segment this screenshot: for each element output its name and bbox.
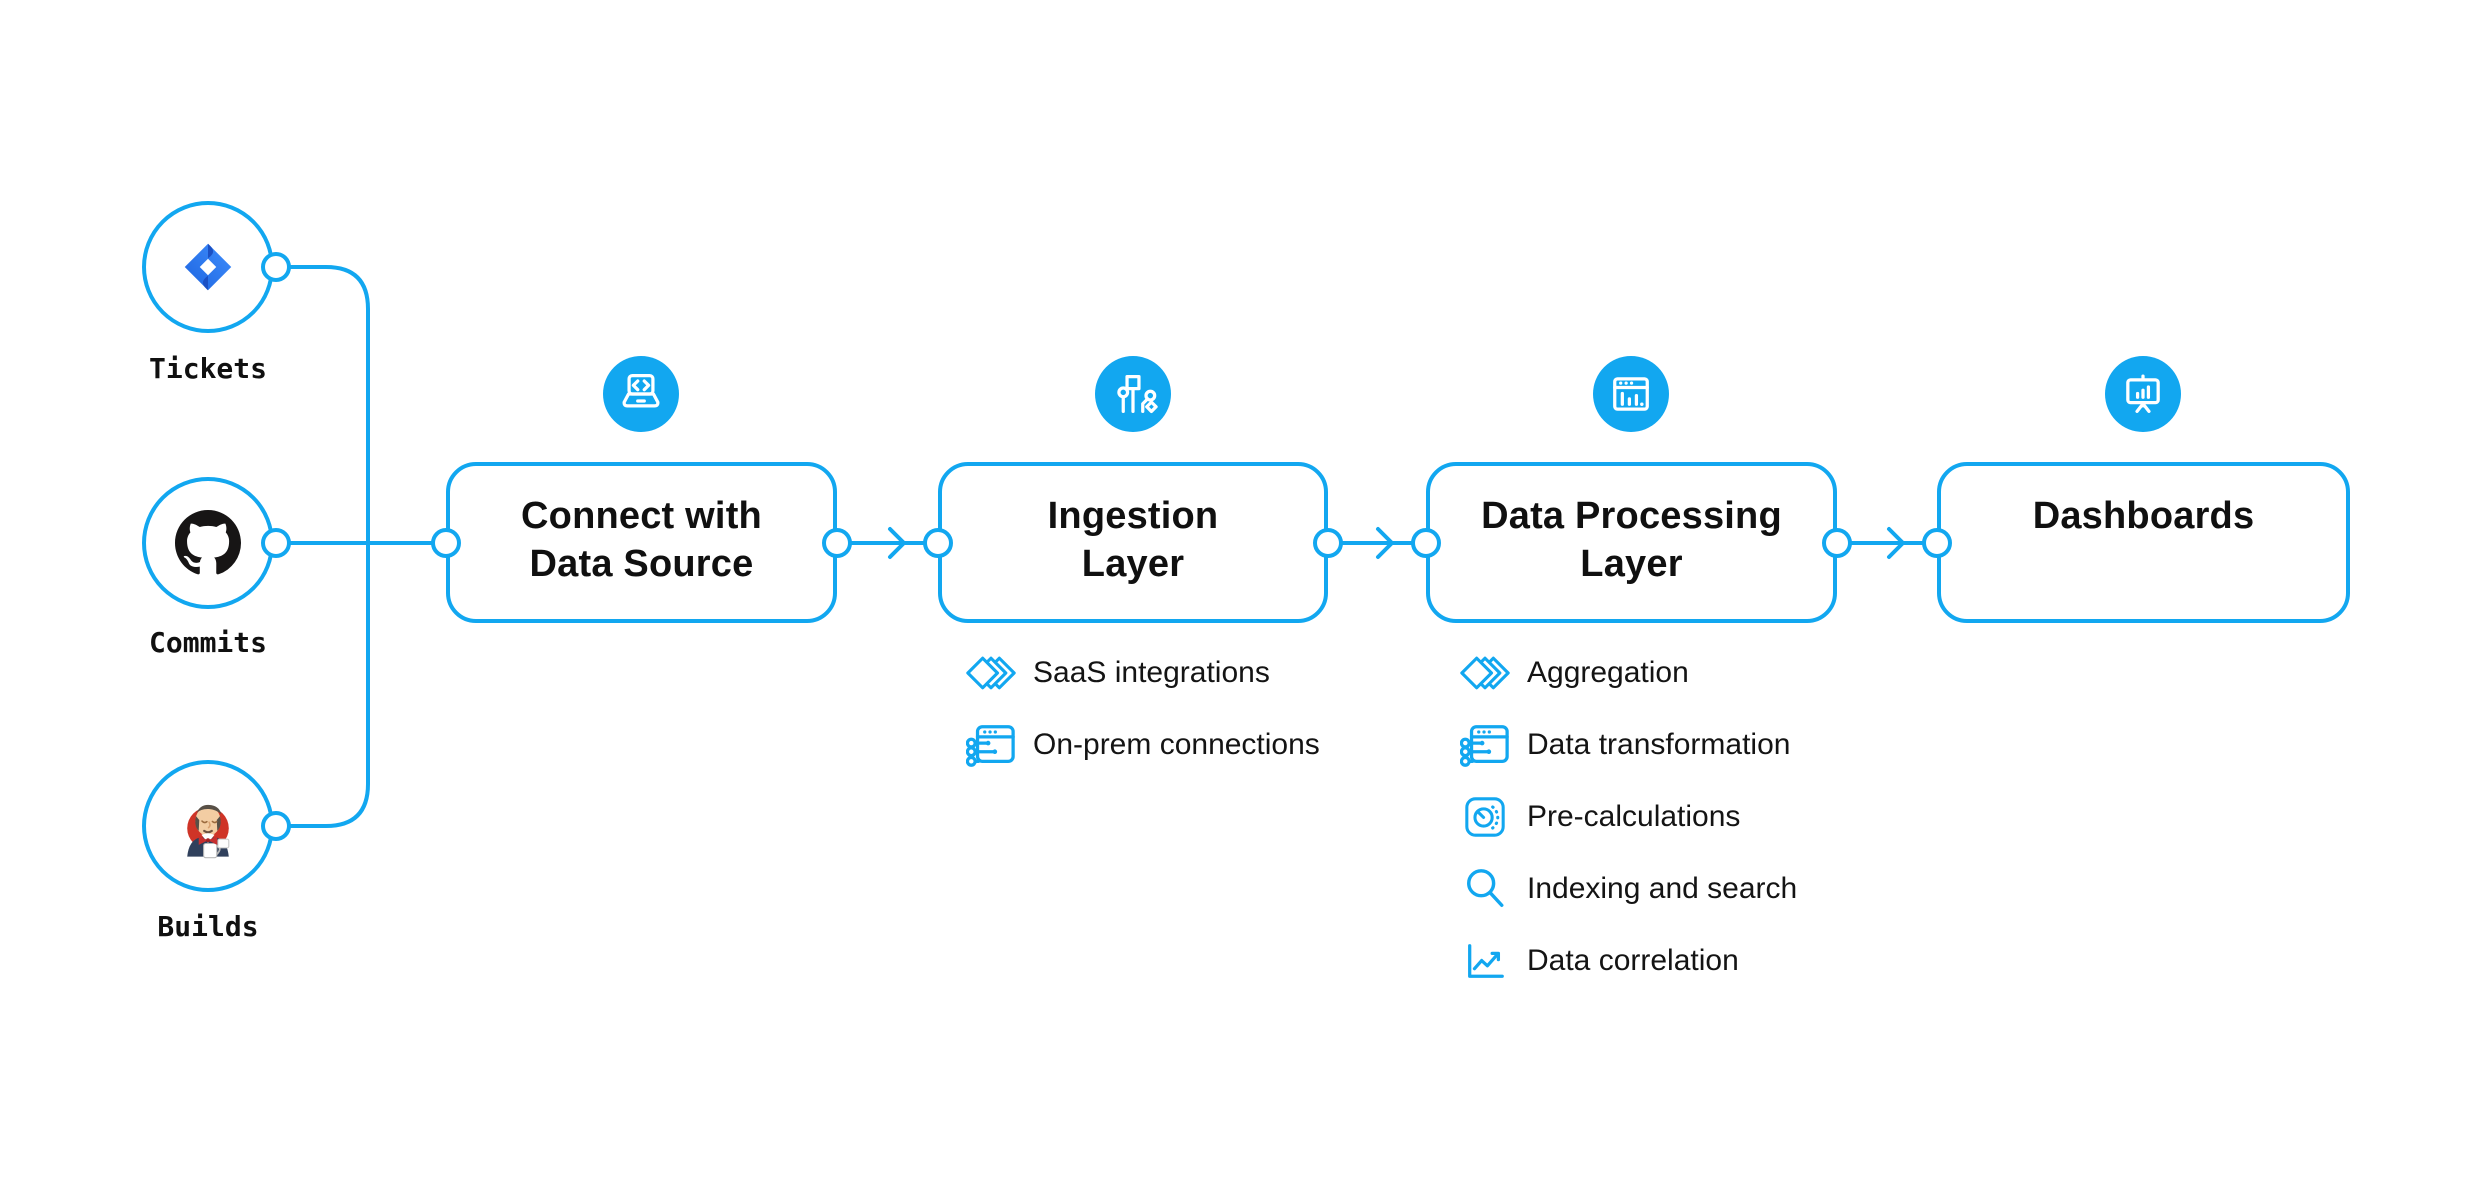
list-item-label: Aggregation: [1527, 656, 1689, 689]
search-icon: [1460, 867, 1510, 911]
list-item: Data transformation: [1460, 723, 1797, 767]
list-item: Pre-calculations: [1460, 795, 1797, 839]
presentation-chart-icon: [2126, 374, 2160, 413]
window-chart-icon: [1613, 377, 1649, 411]
stage-box-dashboards: Dashboards: [1937, 462, 2350, 623]
jenkins-icon: [187, 804, 230, 859]
list-item-label: Data transformation: [1527, 728, 1791, 761]
integrations-icon: [1117, 375, 1158, 414]
stage-title-dashboards: Dashboards: [2032, 495, 2255, 537]
ingestion-feature-list: SaaS integrations On-prem connections: [966, 651, 1320, 767]
chart-line-icon: [1460, 939, 1510, 983]
stage-box-connect: Connect with Data Source: [446, 462, 837, 623]
stage-title-processing: Data Processing Layer: [1481, 495, 1782, 585]
stage-icon-connect: [603, 356, 679, 432]
processing-feature-list: Aggregation Data transformation Pre-calc…: [1460, 651, 1797, 983]
source-label-tickets: Tickets: [148, 352, 268, 385]
list-item: Indexing and search: [1460, 867, 1797, 911]
list-item-label: SaaS integrations: [1033, 656, 1270, 689]
stage-title-ingestion: Ingestion Layer: [1047, 495, 1219, 585]
list-item: Aggregation: [1460, 651, 1797, 695]
source-label-builds: Builds: [157, 910, 259, 943]
window-sliders-icon: [966, 723, 1016, 767]
source-node-builds: [142, 760, 274, 892]
layers-icon: [966, 651, 1016, 695]
list-item-label: Data correlation: [1527, 944, 1739, 977]
gauge-icon: [1460, 795, 1510, 839]
layers-icon: [1460, 651, 1510, 695]
jira-icon: [184, 243, 232, 291]
stage-icon-processing: [1593, 356, 1669, 432]
list-item-label: On-prem connections: [1033, 728, 1320, 761]
source-label-commits: Commits: [148, 626, 268, 659]
list-item-label: Indexing and search: [1527, 872, 1798, 905]
stage-box-processing: Data Processing Layer: [1426, 462, 1837, 623]
stage-title-connect: Connect with Data Source: [521, 495, 762, 585]
window-sliders-icon: [1460, 723, 1510, 767]
list-item: Data correlation: [1460, 939, 1797, 983]
stage-box-ingestion: Ingestion Layer: [938, 462, 1328, 623]
stage-icon-dashboards: [2105, 356, 2181, 432]
stage-icon-ingestion: [1095, 356, 1171, 432]
list-item: SaaS integrations: [966, 651, 1320, 695]
list-item: On-prem connections: [966, 723, 1320, 767]
source-node-commits: [142, 477, 274, 609]
laptop-code-icon: [622, 373, 660, 408]
list-item-label: Pre-calculations: [1527, 800, 1741, 833]
github-icon: [175, 510, 241, 575]
source-node-tickets: [142, 201, 274, 333]
